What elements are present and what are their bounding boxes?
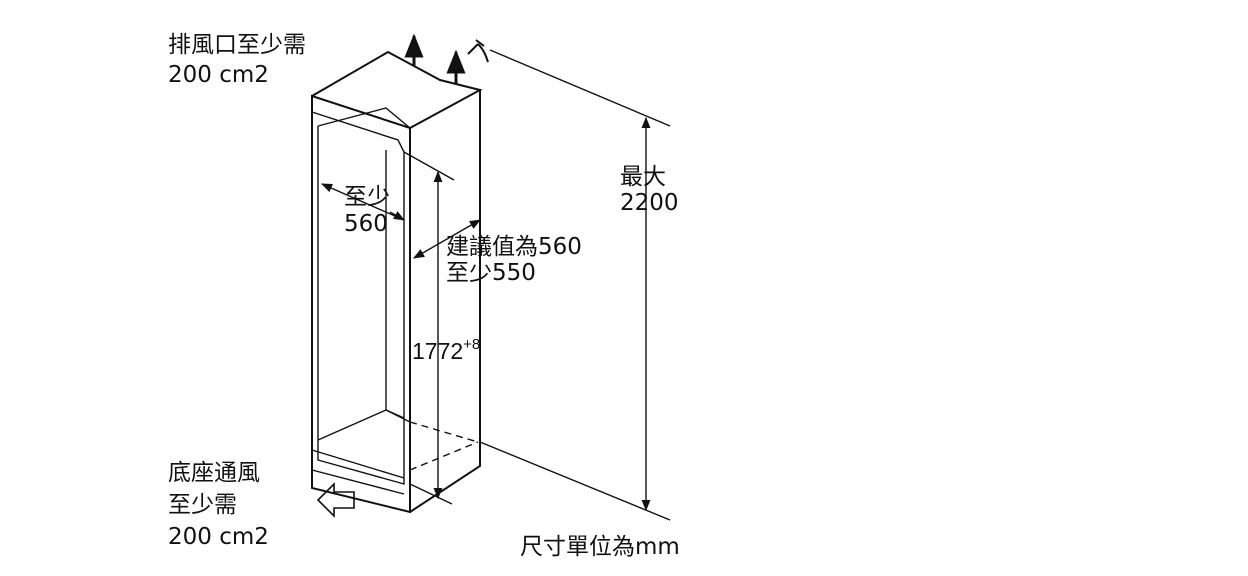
max-height-label-line2: 2200 (620, 190, 679, 216)
plinth-air-arrow-icon (316, 482, 355, 518)
width-label-line2: 560 (344, 211, 388, 237)
niche-height-label: 1772+8 (412, 336, 480, 364)
units-note: 尺寸單位為mm (520, 534, 680, 560)
plinth-label-line2: 至少需 (168, 492, 237, 518)
exhaust-label-line1: 排風口至少需 (168, 32, 306, 58)
plinth-label-line1: 底座通風 (168, 460, 260, 486)
cut-mark-icon (467, 39, 489, 63)
depth-label-line1: 建議值為560 (446, 234, 582, 260)
width-label-line1: 至少 (344, 184, 390, 210)
dimension-lines (320, 49, 671, 521)
max-height-label-line1: 最大 (620, 164, 666, 190)
exhaust-label-line2: 200 cm2 (168, 62, 269, 88)
plinth-label-line3: 200 cm2 (168, 524, 269, 550)
cabinet-niche (311, 50, 483, 514)
depth-label-line2: 至少550 (446, 260, 536, 286)
